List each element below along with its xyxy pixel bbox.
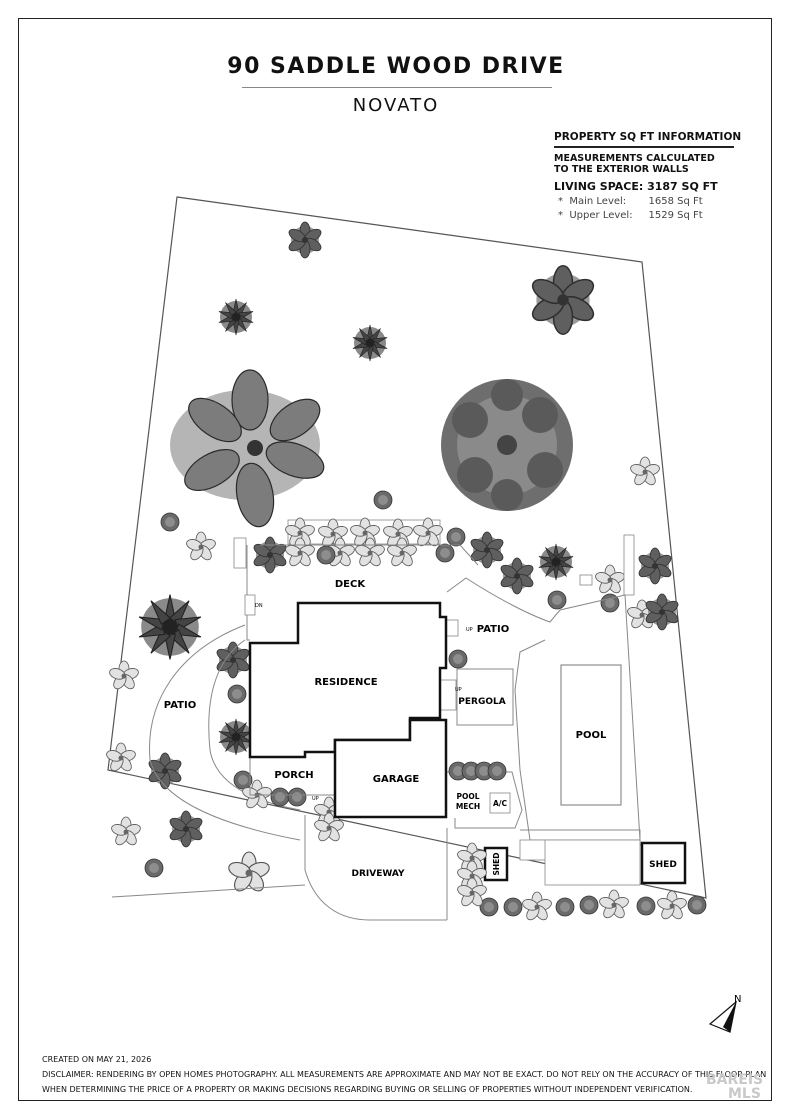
garden-bed-row (283, 517, 455, 569)
north-letter: N (734, 994, 741, 1005)
label-pool-mech-2: MECH (456, 802, 480, 811)
level-item-main: * Main Level: 1658 Sq Ft (554, 196, 734, 207)
mls-watermark: BAREIS MLS (706, 1073, 763, 1101)
label-patio-left: PATIO (164, 700, 196, 711)
shrub-row (448, 761, 507, 781)
label-porch: PORCH (274, 770, 313, 781)
utility-box (579, 574, 593, 586)
shrub (448, 649, 468, 669)
shrub (167, 810, 205, 848)
page-subtitle: NOVATO (352, 95, 440, 116)
pergola-outline (456, 668, 514, 726)
label-shed-right: SHED (649, 860, 677, 870)
garage-footprint (333, 718, 448, 819)
sqft-info-panel: PROPERTY SQ FT INFORMATION MEASUREMENTS … (554, 131, 741, 221)
disclaimer-line2: WHEN DETERMINING THE PRICE OF A PROPERTY… (42, 1085, 693, 1094)
sqft-info-heading: PROPERTY SQ FT INFORMATION (554, 131, 741, 148)
tree-large-canopy (441, 379, 573, 511)
deck-stairs (244, 594, 256, 616)
measurement-note: MEASUREMENTS CALCULATED TO THE EXTERIOR … (554, 153, 734, 175)
driveway-outline (304, 815, 447, 921)
pool-shape (560, 664, 622, 806)
level-value: 1658 Sq Ft (648, 196, 703, 207)
shrub (233, 770, 253, 790)
bottom-hedge-row (479, 889, 707, 923)
label-driveway: DRIVEWAY (351, 869, 404, 879)
label-shed-left: SHED (492, 852, 501, 875)
shrub (109, 816, 143, 848)
measurement-note-line1: MEASUREMENTS CALCULATED (554, 153, 715, 164)
stair-up-tag: UP (466, 627, 473, 633)
deck-outline (246, 545, 250, 641)
shed-right (640, 841, 687, 885)
lot-line (111, 884, 306, 898)
porch-outline (249, 757, 335, 796)
label-deck: DECK (335, 579, 366, 590)
stair-up-tag: UP (455, 687, 462, 693)
label-pool: POOL (576, 730, 607, 741)
tree-striped-leaves (170, 369, 325, 528)
page-title: 90 SADDLE WOOD DRIVE (227, 54, 565, 79)
watermark-line1: BAREIS (706, 1072, 764, 1088)
equipment-pad (519, 839, 547, 861)
disclaimer-line1: DISCLAIMER: RENDERING BY OPEN HOMES PHOT… (42, 1070, 767, 1079)
pergola-stairs (439, 679, 457, 711)
shrub (547, 590, 567, 610)
shrub (160, 512, 180, 532)
measurement-note-line2: TO THE EXTERIOR WALLS (554, 164, 689, 175)
page-frame (18, 18, 772, 1101)
level-value: 1529 Sq Ft (648, 210, 703, 221)
level-bullet: * (558, 196, 563, 207)
side-stairs (623, 534, 635, 596)
label-pergola: PERGOLA (458, 697, 505, 707)
deck-outline (260, 544, 479, 566)
shrub (144, 858, 164, 878)
level-bullet: * (558, 210, 563, 221)
shrub (373, 490, 393, 510)
left-patio-path (149, 624, 301, 841)
living-space-total: LIVING SPACE: 3187 SQ FT (554, 180, 718, 193)
stair-dn-tag: DN (255, 603, 263, 609)
level-label: Upper Level: (569, 210, 633, 221)
level-item-upper: * Upper Level: 1529 Sq Ft (554, 210, 734, 221)
label-ac: A/C (493, 799, 508, 808)
driveway-hedge (455, 842, 489, 909)
footer: CREATED ON MAY 21, 2026 DISCLAIMER: REND… (42, 1052, 767, 1097)
shrub (446, 527, 466, 547)
shed-left (483, 846, 509, 882)
ac-unit (489, 792, 511, 814)
stair-up-tag: UP (312, 796, 319, 802)
level-label: Main Level: (569, 196, 627, 207)
created-date: CREATED ON MAY 21, 2026 (42, 1055, 152, 1064)
watermark-line2: MLS (728, 1086, 761, 1102)
right-patio-outline (446, 577, 641, 841)
label-garage: GARAGE (373, 774, 420, 785)
label-residence: RESIDENCE (314, 677, 377, 688)
deck-stairs (233, 537, 247, 569)
yard-pad (544, 839, 641, 886)
title-divider (242, 87, 552, 88)
label-pool-mech-1: POOL (456, 792, 479, 801)
north-arrow-icon: N (708, 994, 741, 1033)
shrub (227, 684, 247, 704)
label-patio-right: PATIO (477, 624, 509, 635)
